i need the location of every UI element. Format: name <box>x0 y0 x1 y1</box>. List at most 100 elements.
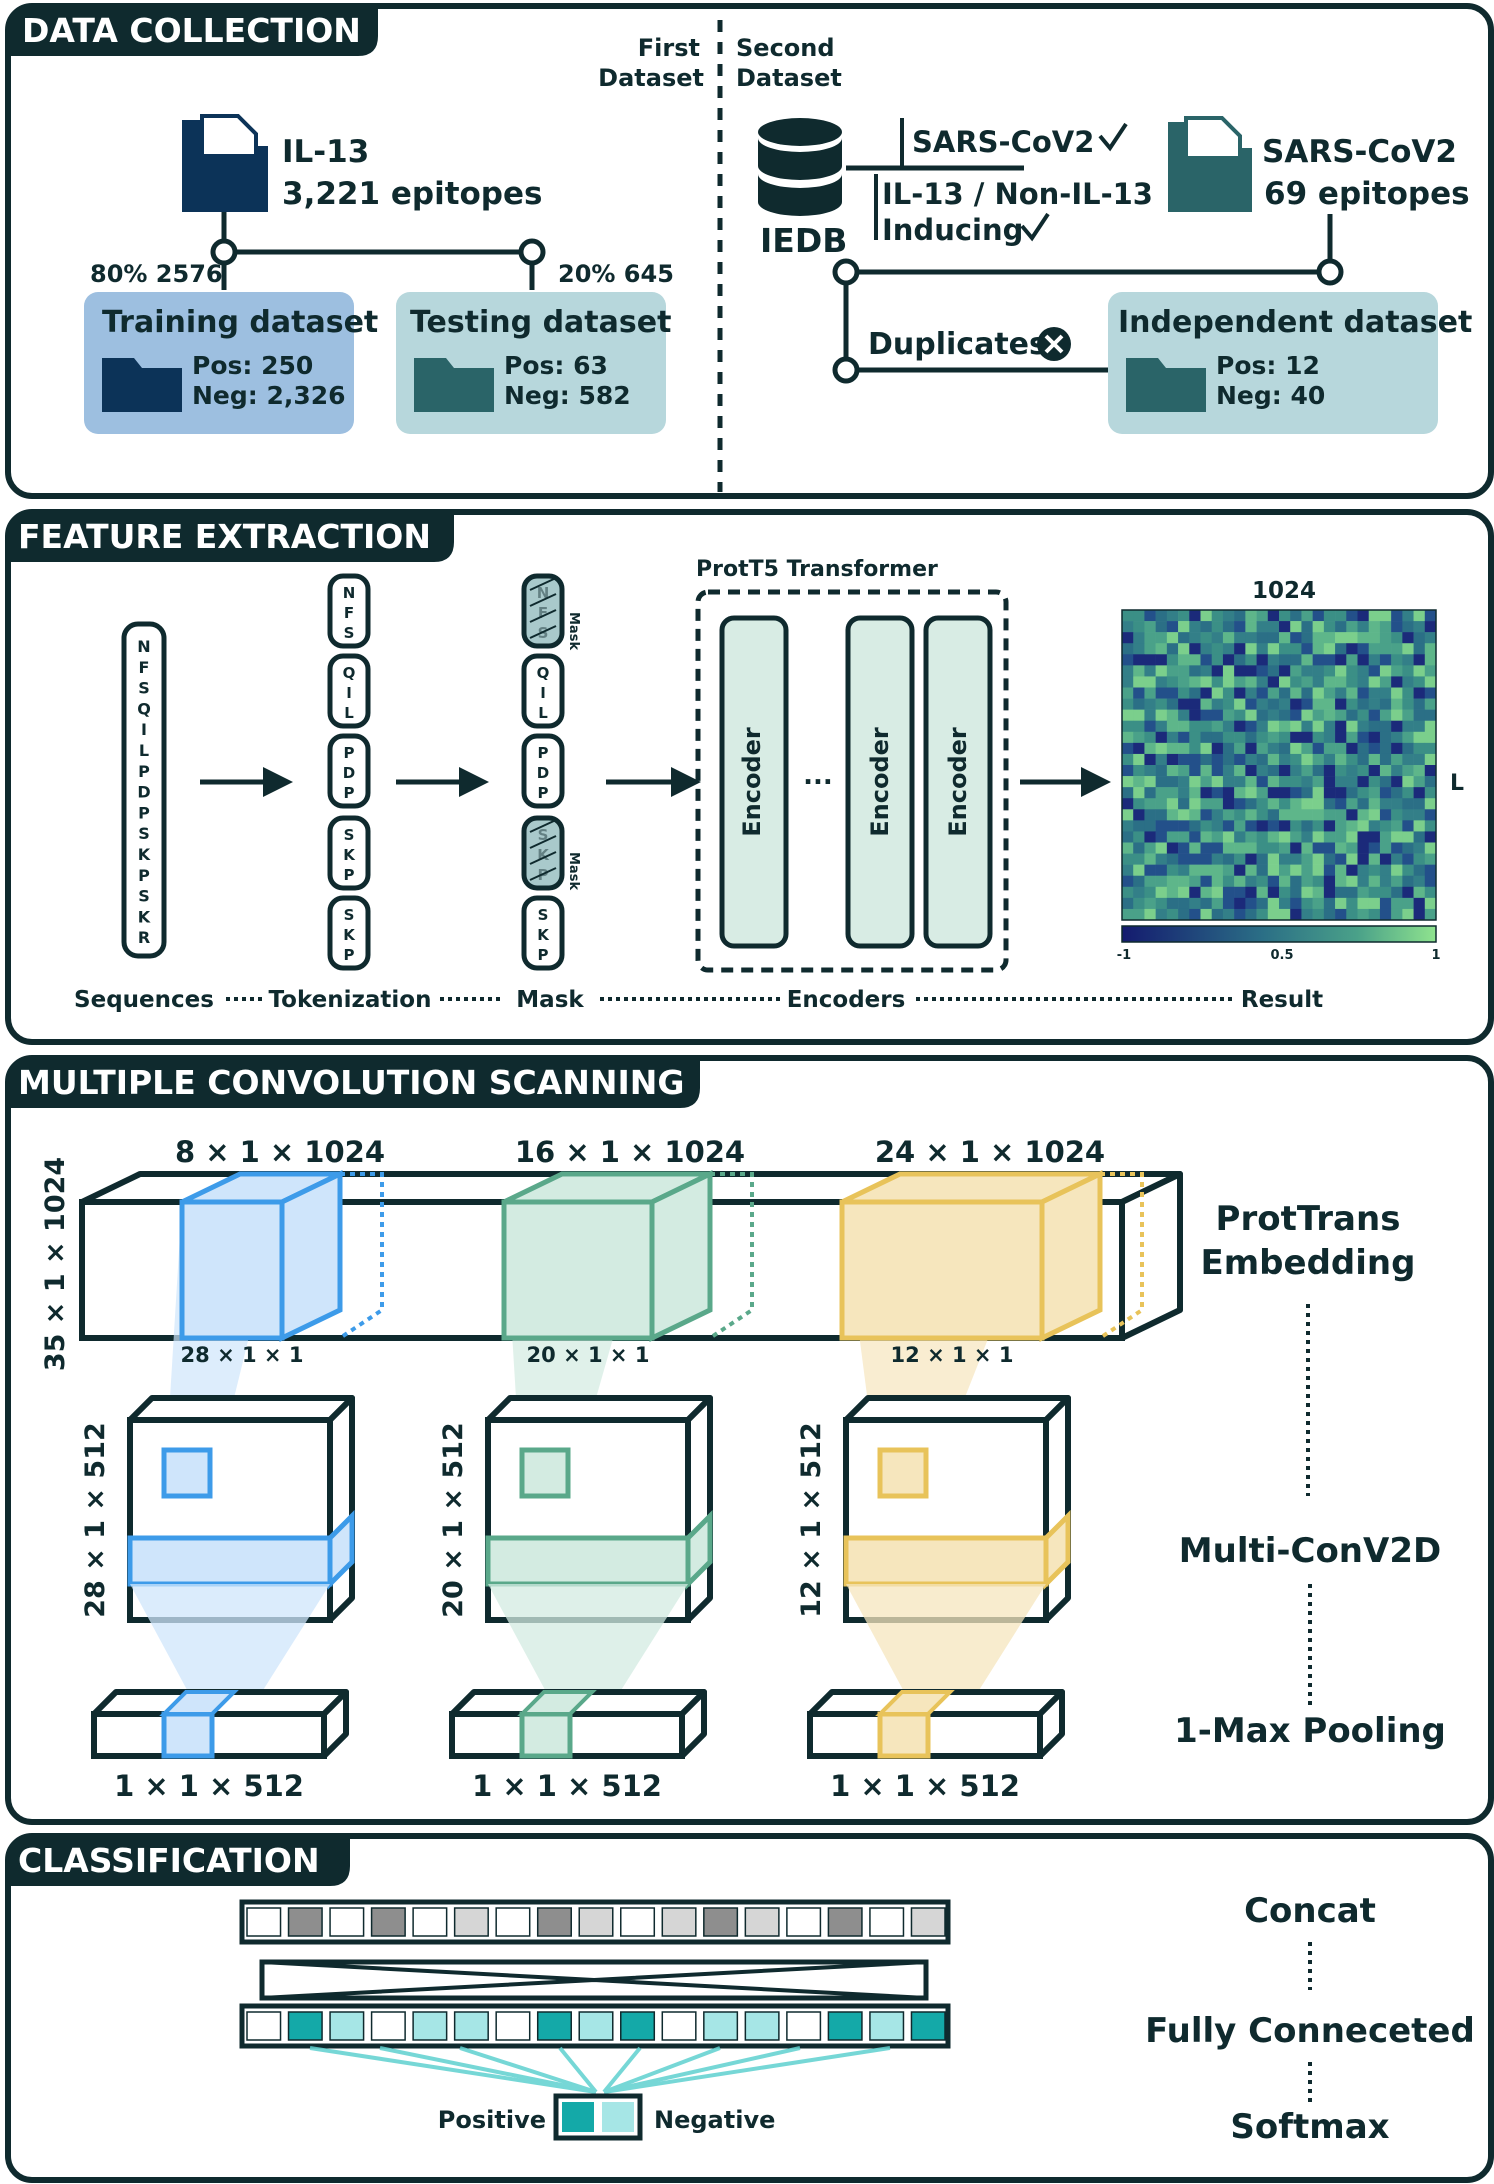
fc-cell <box>287 2011 323 2041</box>
heatmap-cell <box>1379 853 1392 865</box>
training-neg: Neg: 2,326 <box>192 381 346 410</box>
heatmap-cell <box>1178 621 1190 633</box>
heatmap-cell <box>1222 632 1235 644</box>
softmax-output <box>553 2093 643 2141</box>
heatmap-cell <box>1357 886 1370 899</box>
softmax-connections <box>309 2046 891 2094</box>
heatmap-cell <box>1178 720 1190 733</box>
heatmap-cell <box>1166 643 1179 655</box>
heatmap-cell <box>1379 742 1392 755</box>
heatmap-cell <box>1368 665 1381 677</box>
heatmap-cell <box>1200 787 1213 799</box>
feature-extraction-title: FEATURE EXTRACTION <box>18 517 431 556</box>
heatmap-cell <box>1323 886 1336 899</box>
criteria-inducing: Inducing <box>882 213 1023 247</box>
concat-cell <box>495 1907 531 1937</box>
heatmap-cell <box>1267 897 1280 910</box>
heatmap-cell <box>1245 864 1257 877</box>
heatmap-cell <box>1222 809 1235 821</box>
heatmap-cell <box>1335 654 1347 666</box>
heatmap-cell <box>1391 687 1403 699</box>
heatmap-cell <box>1424 875 1437 888</box>
heatmap-cell <box>1178 643 1190 655</box>
mask-letter: S <box>538 624 549 642</box>
heatmap-cell <box>1267 798 1280 810</box>
heatmap-cell <box>1256 731 1269 744</box>
heatmap-cell <box>1222 731 1235 744</box>
heatmap-cell <box>1122 875 1134 888</box>
step-conv: Multi-ConV2D <box>1179 1531 1441 1571</box>
fc-cell <box>703 2011 739 2041</box>
concat-cell <box>536 1907 572 1937</box>
feature-band <box>843 1535 1049 1587</box>
heatmap-cell <box>1346 809 1358 821</box>
heatmap-cell <box>1222 665 1235 677</box>
heatmap-cell <box>1323 676 1336 688</box>
mask-letter: D <box>537 764 549 782</box>
heatmap-cell <box>1178 676 1190 688</box>
heatmap-cell <box>1155 776 1168 788</box>
heatmap-cell <box>1357 864 1370 877</box>
heatmap-cell <box>1133 654 1145 666</box>
heatmap-cell <box>1301 886 1313 899</box>
mask-hatch <box>529 851 557 865</box>
heatmap-cell <box>1290 765 1302 777</box>
pool-cell <box>161 1711 215 1759</box>
heatmap-cell <box>1346 720 1358 733</box>
feature-map-side <box>1043 1395 1071 1623</box>
heatmap-cell <box>1346 787 1358 799</box>
mask-letter: S <box>538 826 549 844</box>
heatmap-cell <box>1301 787 1313 799</box>
heatmap-cell <box>1402 776 1414 788</box>
sars-epitopes: 69 epitopes <box>1264 176 1470 212</box>
heatmap-cell <box>1245 820 1257 832</box>
heatmap-cell <box>1122 687 1134 699</box>
heatmap-cell <box>1357 853 1370 865</box>
heatmap-cell <box>1346 820 1358 832</box>
heatmap-cell <box>1144 897 1156 910</box>
heatmap-cell <box>1413 798 1426 810</box>
fully-connected-cross <box>259 1959 929 2001</box>
heatmap-cell <box>1357 875 1370 888</box>
heatmap-cell <box>1424 709 1437 722</box>
heatmap-cell <box>1312 665 1325 677</box>
mask-letter: N <box>537 584 550 602</box>
heatmap-cell <box>1200 864 1213 877</box>
heatmap-cell <box>1279 742 1291 755</box>
il13-epitopes: 3,221 epitopes <box>282 176 542 212</box>
heatmap-cell <box>1346 765 1358 777</box>
feature-band <box>485 1535 691 1587</box>
heatmap-cell <box>1245 842 1257 854</box>
heatmap-cell <box>1144 798 1156 810</box>
heatmap-cell <box>1413 742 1426 755</box>
heatmap-cell <box>1267 875 1280 888</box>
step-concat: Concat <box>1244 1891 1376 1931</box>
heatmap-cell <box>1346 654 1358 666</box>
heatmap-cell <box>1211 798 1224 810</box>
heatmap-cell <box>1346 687 1358 699</box>
heatmap-cell <box>1413 765 1426 777</box>
heatmap-cell <box>1267 908 1280 921</box>
heatmap-cell <box>1144 742 1156 755</box>
heatmap-cell <box>1379 897 1392 910</box>
heatmap-cell <box>1155 654 1168 666</box>
heatmap-cell <box>1279 621 1291 633</box>
heatmap-cell <box>1290 776 1302 788</box>
heatmap-cell <box>1413 665 1426 677</box>
heatmap-cell <box>1357 787 1370 799</box>
heatmap-cell <box>1301 731 1313 744</box>
heatmap-cell <box>1144 787 1156 799</box>
heatmap-cell <box>1379 621 1392 633</box>
heatmap-cell <box>1122 610 1134 622</box>
heatmap-cell <box>1357 643 1370 655</box>
heatmap-cell <box>1245 875 1257 888</box>
heatmap-cell <box>1267 709 1280 722</box>
token-pill <box>327 733 371 809</box>
heatmap-cell <box>1368 908 1381 921</box>
heatmap-cell <box>1323 864 1336 877</box>
heatmap-cell <box>1166 853 1179 865</box>
heatmap-cell <box>1312 698 1325 710</box>
heatmap-cell <box>1357 654 1370 666</box>
concat-cell <box>620 1907 656 1937</box>
